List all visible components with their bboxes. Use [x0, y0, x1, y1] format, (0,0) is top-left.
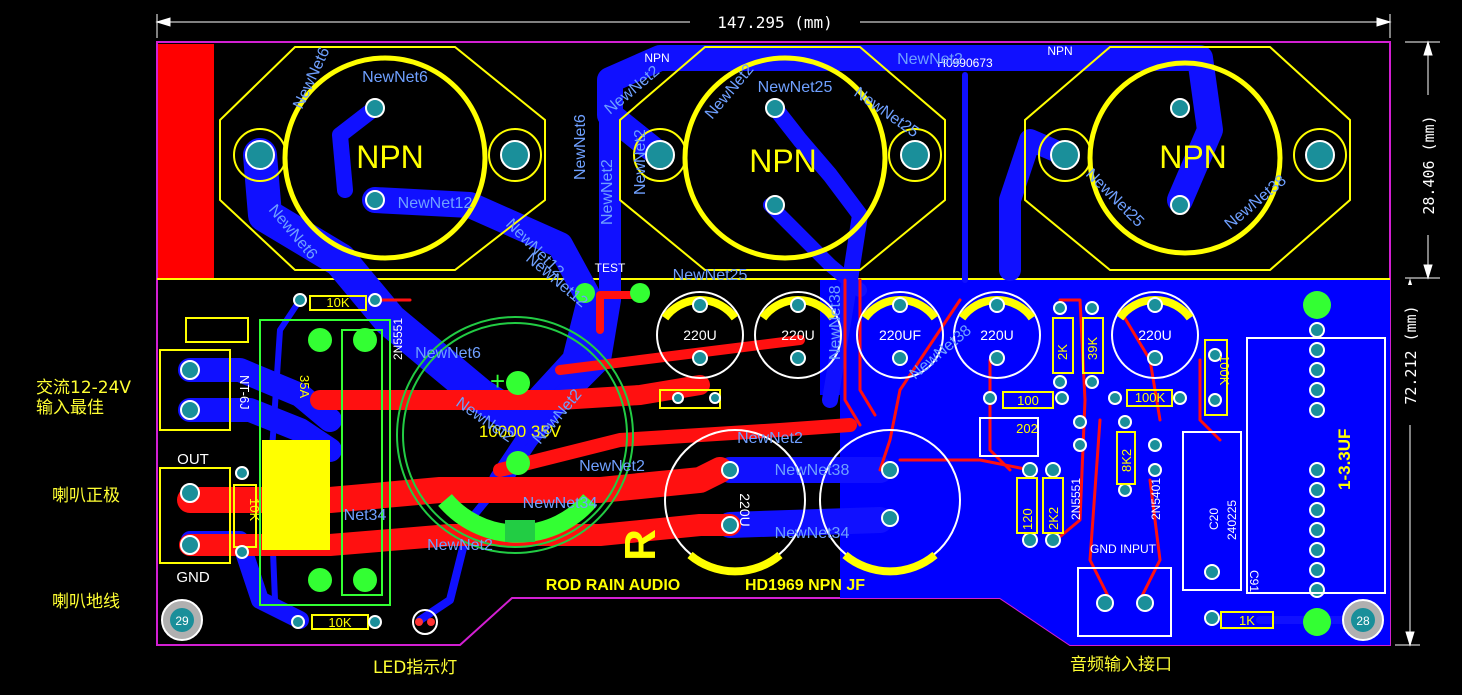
gnd-input-label: GND INPUT: [1090, 542, 1157, 556]
cap-label: 240225: [1225, 500, 1239, 540]
svg-text:NewNet38: NewNet38: [775, 462, 850, 479]
to3-outlines: [219, 46, 1351, 271]
resistor-label: 8K2: [1119, 449, 1134, 472]
small-components: [1002, 317, 1274, 629]
width-dimension: 147.295 (mm): [717, 13, 833, 32]
resistor-label: 2K2: [1046, 507, 1061, 530]
speaker-ground-annotation: 喇叭地线: [52, 592, 120, 612]
svg-text:NewNet2: NewNet2: [897, 51, 963, 68]
test-label: TEST: [595, 261, 626, 275]
ac-input-annotation: 交流12-24V 输入最佳: [36, 378, 131, 418]
cap-label: 220U: [980, 327, 1013, 343]
svg-text:NewNet12: NewNet12: [398, 195, 473, 212]
main-capacitor: [396, 316, 634, 554]
resistor-label: 100: [1017, 393, 1039, 408]
cap-label: 220U: [1138, 327, 1171, 343]
svg-text:NewNet6: NewNet6: [572, 114, 589, 180]
npn-small-label: NPN: [1047, 44, 1072, 58]
resistor-label: 10K: [326, 295, 349, 310]
cap-label: C91: [1247, 570, 1261, 592]
transistor-label: NPN: [749, 143, 817, 179]
svg-text:NewNet2: NewNet2: [737, 430, 803, 447]
mounting-holes: [161, 599, 1384, 641]
svg-text:NewNet25: NewNet25: [673, 267, 748, 284]
out-label: OUT: [177, 451, 209, 468]
svg-text:NewNet2: NewNet2: [632, 129, 649, 195]
cap-label: 220U: [683, 327, 716, 343]
svg-text:NewNet34: NewNet34: [523, 495, 598, 512]
led-indicator-annotation: LED指示灯: [373, 658, 458, 678]
transistor-small-label: 2N5551: [391, 318, 405, 360]
mount-hole-label: 29: [175, 614, 189, 628]
height-bottom-dimension: 72.212 (mm): [1402, 305, 1420, 404]
svg-text:NewNet34: NewNet34: [775, 525, 850, 542]
yellow-pad: [262, 440, 330, 550]
logo-letter: R: [616, 529, 665, 561]
audio-input-annotation: 音频输入接口: [1070, 655, 1172, 675]
transistor-label: NPN: [356, 139, 424, 175]
model-label: HD1969 NPN JF: [745, 577, 865, 594]
svg-text:Net34: Net34: [344, 507, 387, 524]
part-code: H0990673: [937, 56, 993, 70]
fuse-rating: 35A: [297, 375, 312, 398]
brand-label: ROD RAIN AUDIO: [546, 577, 681, 594]
svg-text:NewNet2: NewNet2: [579, 458, 645, 475]
npn-small-label: NPN: [644, 51, 669, 65]
pot-label: 202: [1016, 421, 1038, 436]
ac-input-line2: 输入最佳: [36, 398, 104, 418]
led-footprint: [412, 609, 438, 635]
fuse-outline: [259, 319, 391, 606]
transistor-small-label: 2N5401: [1149, 478, 1163, 520]
connector-label: NT-6J: [237, 375, 252, 410]
resistor-label: 10K: [247, 498, 262, 521]
resistor-label: 100K: [1135, 390, 1166, 405]
resistor-label: 2K: [1055, 344, 1070, 360]
resistor-label: 1K: [1239, 613, 1255, 628]
svg-text:NewNet2: NewNet2: [599, 159, 616, 225]
speaker-positive-annotation: 喇叭正极: [52, 486, 120, 506]
gnd-label: GND: [176, 569, 210, 586]
resistor-label: 120: [1020, 508, 1035, 530]
svg-text:NewNet6: NewNet6: [415, 345, 481, 362]
svg-text:NewNet6: NewNet6: [362, 69, 428, 86]
mount-hole-label: 28: [1356, 614, 1370, 628]
transistor-small-label: 2N5551: [1069, 478, 1083, 520]
cap-value-label: 1-3.3UF: [1335, 429, 1354, 490]
resistor-label: 10K: [328, 615, 351, 630]
height-top-dimension: 28.406 (mm): [1420, 115, 1438, 214]
polarity-mark: +: [490, 366, 505, 396]
cap-label: 220U: [781, 327, 814, 343]
svg-text:NewNet2: NewNet2: [427, 537, 493, 554]
main-cap-label: 10000 35V: [479, 422, 562, 441]
svg-text:NewNet25: NewNet25: [758, 79, 833, 96]
resistor-label: 39K: [1085, 337, 1100, 360]
cap-label: 220UF: [879, 327, 921, 343]
header-pins: [1309, 322, 1325, 598]
resistor-label: 100K: [1217, 355, 1232, 386]
pads: [180, 98, 1335, 629]
heatsink-pad: [158, 44, 214, 278]
cap-label: C20: [1207, 508, 1221, 530]
ac-input-line1: 交流12-24V: [36, 378, 132, 398]
svg-text:NewNet38: NewNet38: [827, 285, 844, 360]
transistor-label: NPN: [1159, 139, 1227, 175]
cap-label: 220U: [737, 493, 753, 526]
